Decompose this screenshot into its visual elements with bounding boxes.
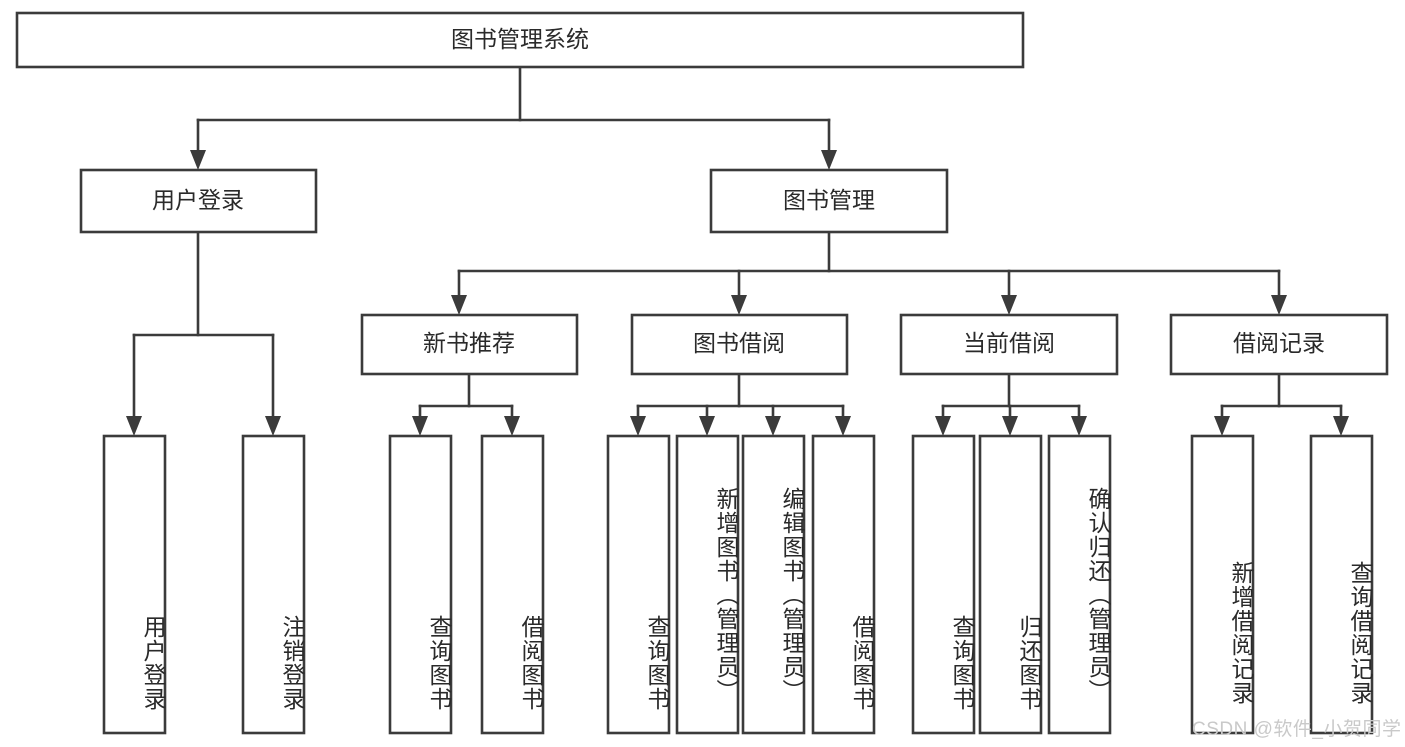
node-book-management[interactable] (709, 168, 949, 234)
connector-newbook-to-leaves (412, 372, 520, 436)
leaf-user-login-2[interactable] (241, 434, 306, 735)
node-current-borrow-label: 当前借阅 (963, 330, 1055, 356)
node-user-login[interactable] (79, 168, 318, 234)
leaf-book-borrow-1[interactable] (606, 434, 671, 735)
leaf-new-book-2[interactable] (480, 434, 545, 735)
leaf-current-borrow-2[interactable] (978, 434, 1043, 735)
node-user-login-label: 用户登录 (152, 187, 244, 213)
leaf-borrow-record-1[interactable] (1190, 434, 1255, 735)
node-book-borrow-label: 图书借阅 (693, 330, 785, 356)
leaf-current-borrow-1[interactable] (911, 434, 976, 735)
node-borrow-record[interactable] (1169, 313, 1389, 376)
node-new-book-recommend-label: 新书推荐 (423, 330, 515, 356)
node-book-management-label: 图书管理 (783, 187, 875, 213)
connector-root-to-level1 (190, 65, 837, 170)
connector-bookborrow-to-leaves (630, 372, 851, 436)
connector-userlogin-to-leaves (126, 230, 281, 436)
connector-currentborrow-to-leaves (935, 372, 1087, 436)
csdn-watermark: CSDN @软件_小贺同学 (1192, 719, 1402, 740)
leaf-new-book-1[interactable] (388, 434, 453, 735)
node-current-borrow[interactable] (899, 313, 1119, 376)
connector-borrowrecord-to-leaves (1214, 372, 1349, 436)
leaf-book-borrow-2[interactable] (675, 434, 740, 735)
node-root-label: 图书管理系统 (451, 26, 589, 52)
leaf-borrow-record-2[interactable] (1309, 434, 1374, 735)
node-borrow-record-label: 借阅记录 (1233, 330, 1325, 356)
connector-bookmgmt-to-level2 (451, 230, 1287, 315)
node-book-borrow[interactable] (630, 313, 849, 376)
leaf-current-borrow-3[interactable] (1047, 434, 1112, 735)
leaf-user-login-1[interactable] (102, 434, 167, 735)
leaf-book-borrow-4[interactable] (811, 434, 876, 735)
node-root[interactable] (15, 11, 1025, 69)
node-new-book-recommend[interactable] (360, 313, 579, 376)
leaf-book-borrow-3[interactable] (741, 434, 806, 735)
